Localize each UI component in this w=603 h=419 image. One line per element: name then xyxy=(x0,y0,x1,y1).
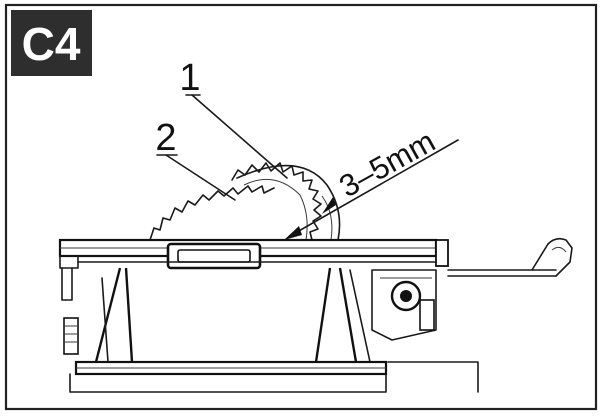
front-handle xyxy=(166,242,262,270)
leg-right-extra xyxy=(349,269,371,363)
base-rail xyxy=(69,360,388,393)
table-side-left xyxy=(59,255,79,269)
dimension-arrow-lower xyxy=(284,226,302,240)
dimension-line xyxy=(289,139,459,237)
leader-2 xyxy=(165,154,236,201)
dimension-arrow-upper xyxy=(322,197,336,214)
rear-extension xyxy=(447,237,573,277)
callout-label-1: 1 xyxy=(179,57,200,99)
dimension-label: 3–5mm xyxy=(333,123,440,204)
leader-1 xyxy=(191,94,288,179)
leg-right-inner xyxy=(338,267,358,363)
motor-housing xyxy=(371,269,437,341)
bottom-foot-right xyxy=(387,361,479,393)
step-badge-bg xyxy=(11,10,92,76)
blade-front-inner xyxy=(243,178,308,241)
step-badge-label: C4 xyxy=(22,18,81,70)
callout-label-2: 2 xyxy=(155,117,176,159)
step-badge: C4 xyxy=(11,10,92,76)
blade-rear xyxy=(149,185,275,241)
riving-knife xyxy=(236,164,341,241)
diagram-border xyxy=(4,3,598,411)
left-clamp xyxy=(61,267,79,355)
leg-left-inner-2 xyxy=(101,277,109,363)
leg-left-outer xyxy=(94,267,122,363)
leg-right-outer xyxy=(314,267,332,363)
leg-left-inner xyxy=(124,267,134,363)
riving-knife-inner xyxy=(321,195,333,241)
